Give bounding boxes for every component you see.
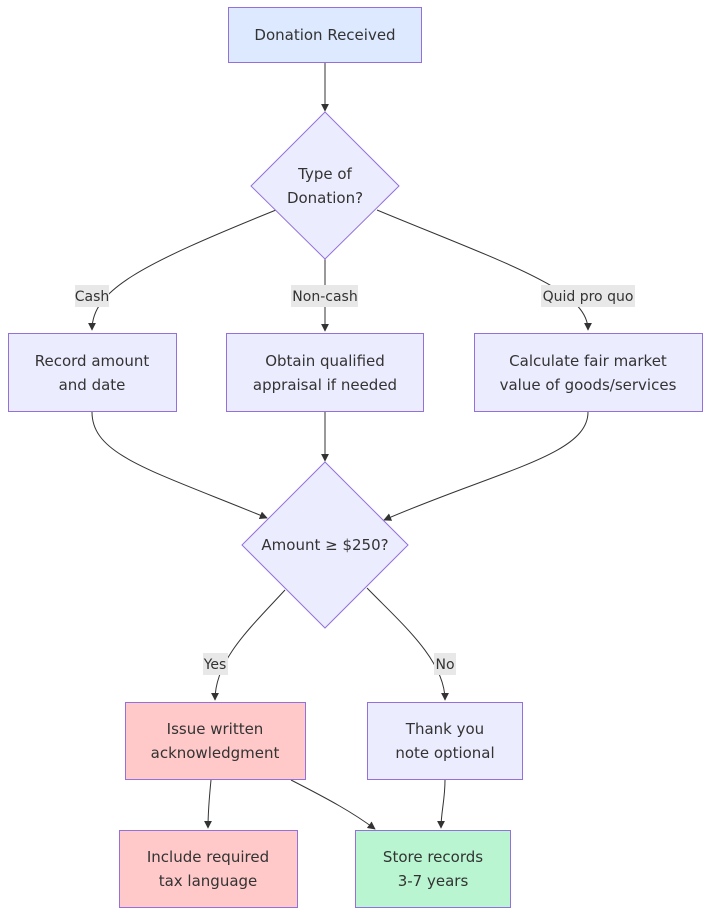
node-issue-acknowledgment-line-2: acknowledgment [151,744,280,762]
edge-label-non-cash: Non-cash [291,285,358,307]
nodes: Donation Received Type of Donation? Reco… [8,7,703,908]
node-thank-you-note-line-2: note optional [395,744,494,762]
node-store-records-line-1: Store records [383,848,483,866]
edge-thankyou-to-store [437,779,446,829]
edge-amount-to-thankyou [366,587,449,701]
edge-label-cash-text: Cash [75,289,110,305]
node-type-of-donation-line-1: Type of [297,165,352,183]
node-record-amount: Record amount and date [8,333,177,412]
node-calculate-fmv-line-1: Calculate fair market [509,352,667,370]
node-include-tax-language-line-2: tax language [159,872,258,890]
edge-label-no-text: No [435,657,454,673]
edges [88,62,592,830]
node-issue-acknowledgment-line-1: Issue written [167,720,264,738]
edge-label-cash: Cash [75,285,110,307]
node-record-amount-line-1: Record amount [35,352,150,370]
node-obtain-appraisal-line-1: Obtain qualified [265,352,385,370]
edge-ack-to-taxlang [204,779,213,829]
node-store-records-line-2: 3-7 years [398,872,469,890]
edge-record-to-amount [91,411,268,519]
edge-label-yes: Yes [203,653,228,675]
node-type-of-donation-line-2: Donation? [287,189,363,207]
node-obtain-appraisal-line-2: appraisal if needed [253,376,397,394]
node-type-of-donation: Type of Donation? [250,111,400,260]
edge-labels: Cash Non-cash Quid pro quo Yes No [75,285,635,675]
node-amount-check-label: Amount ≥ $250? [261,536,388,554]
node-donation-received-label: Donation Received [254,26,395,44]
node-thank-you-note-line-1: Thank you [405,720,484,738]
edge-label-yes-text: Yes [203,657,227,673]
node-donation-received: Donation Received [228,7,422,63]
edge-label-non-cash-text: Non-cash [292,289,357,305]
edge-label-quid-pro-quo-text: Quid pro quo [543,289,634,305]
edge-label-quid-pro-quo: Quid pro quo [541,285,635,307]
node-store-records: Store records 3-7 years [355,830,511,908]
edge-type-to-record [88,209,277,331]
edge-type-to-fmv [376,209,592,331]
node-amount-check: Amount ≥ $250? [241,461,409,629]
node-include-tax-language: Include required tax language [119,830,298,908]
node-obtain-appraisal: Obtain qualified appraisal if needed [226,333,424,412]
node-record-amount-line-2: and date [59,376,126,394]
edge-fmv-to-amount [383,411,589,521]
node-calculate-fmv-line-2: value of goods/services [500,376,677,394]
edge-ack-to-store [290,779,376,830]
edge-amount-to-ack [211,589,286,701]
node-thank-you-note: Thank you note optional [367,702,523,780]
node-issue-acknowledgment: Issue written acknowledgment [125,702,306,780]
node-calculate-fmv: Calculate fair market value of goods/ser… [474,333,703,412]
node-include-tax-language-line-1: Include required [147,848,269,866]
edge-label-no: No [434,653,456,675]
